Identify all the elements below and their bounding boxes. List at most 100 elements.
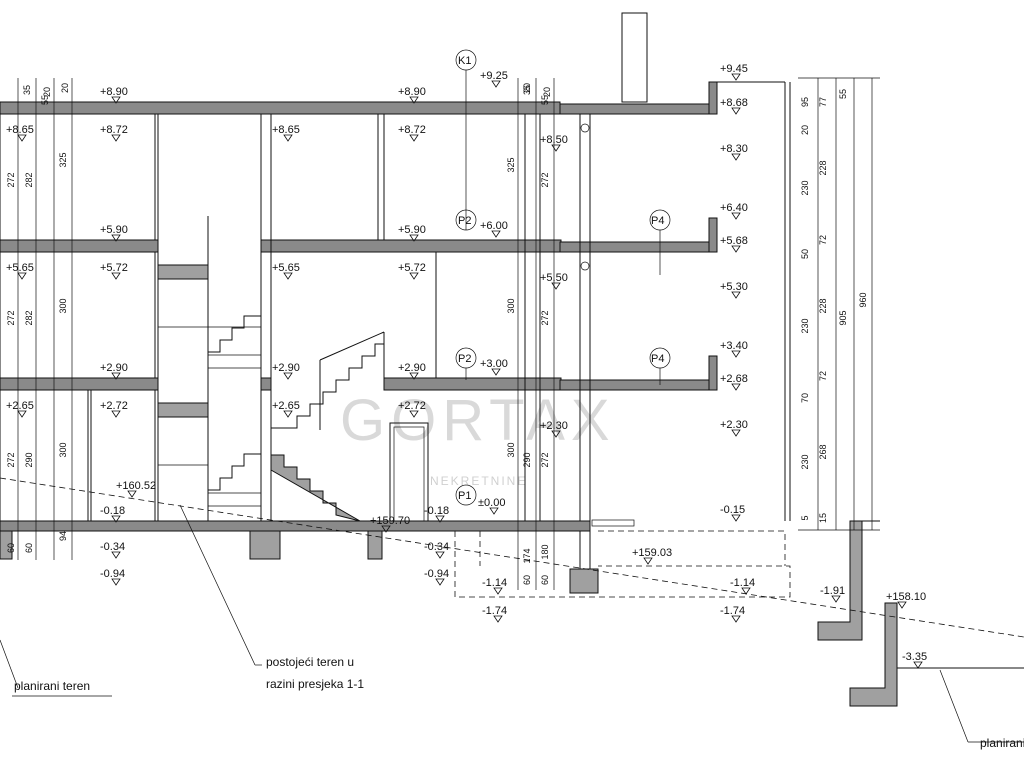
level-triangle (731, 429, 741, 437)
level-marker: -0.94 (424, 568, 449, 586)
center-dim: 300 (506, 298, 516, 313)
level-triangle (111, 551, 121, 559)
level-value: +3.00 (480, 358, 508, 370)
level-triangle (17, 272, 27, 280)
level-value: +5.72 (398, 262, 426, 274)
chimney (621, 12, 648, 103)
level-value: +159.03 (632, 547, 672, 559)
level-marker: +5.90 (100, 224, 128, 242)
level-marker: +159.03 (632, 547, 672, 565)
roof-slab-left (0, 101, 561, 115)
level-value: +2.30 (720, 419, 748, 431)
level-marker: +2.65 (6, 400, 34, 418)
left-dim: 282 (24, 172, 34, 187)
center-dim: 20 (522, 83, 532, 93)
right-dim: 72 (818, 235, 828, 245)
level-triangle (491, 368, 501, 376)
level-triangle (435, 551, 445, 559)
level-marker: -1.14 (482, 577, 507, 595)
note-existing-terrain-1: postojeći teren u (266, 655, 354, 669)
level-triangle (283, 372, 293, 380)
center-dim: 290 (522, 452, 532, 467)
level-marker: +8.65 (6, 124, 34, 142)
level-triangle (17, 134, 27, 142)
tag-p2-upper: P2 (458, 215, 471, 227)
level-marker: +2.90 (272, 362, 300, 380)
staircase (157, 216, 385, 522)
level-marker: -1.74 (720, 605, 745, 623)
level-value: +8.50 (540, 134, 568, 146)
level-value: +2.72 (100, 400, 128, 412)
level-triangle (435, 578, 445, 586)
level-value: +3.40 (720, 340, 748, 352)
floor-slabs (0, 81, 718, 532)
center-dim: 60 (522, 575, 532, 585)
level-triangle (897, 601, 907, 609)
note-planned-terrain-left: planirani teren (14, 679, 90, 693)
tag-p2-lower: P2 (458, 353, 471, 365)
watermark-text: GORTAX (340, 388, 616, 453)
level-triangle (111, 272, 121, 280)
level-value: +5.65 (6, 262, 34, 274)
threshold (591, 519, 635, 527)
center-dim: 272 (540, 452, 550, 467)
level-triangle (731, 291, 741, 299)
level-marker: -1.14 (730, 577, 755, 595)
walls (0, 81, 791, 522)
center-dim: 272 (540, 310, 550, 325)
center-dim: 60 (540, 575, 550, 585)
center-dim: 300 (506, 442, 516, 457)
right-dim: 268 (818, 444, 828, 459)
watermark: GORTAX NEKRETNINE (340, 388, 616, 488)
left-dim: 300 (58, 298, 68, 313)
level-triangle (731, 383, 741, 391)
level-triangle (17, 410, 27, 418)
slab-2-right (559, 241, 718, 253)
level-value: +8.90 (100, 86, 128, 98)
level-marker: +2.65 (272, 400, 300, 418)
level-triangle (409, 272, 419, 280)
slab-1-right (559, 379, 718, 391)
level-marker: +5.68 (720, 235, 748, 253)
level-marker: +9.45 (720, 63, 748, 81)
level-value: +6.00 (480, 220, 508, 232)
level-marker: +2.72 (100, 400, 128, 418)
level-marker: +5.90 (398, 224, 426, 242)
level-triangle (731, 153, 741, 161)
level-marker: +159.70 (370, 515, 410, 533)
level-marker: -0.15 (720, 504, 745, 522)
level-value: +9.45 (720, 63, 748, 75)
level-triangle (409, 372, 419, 380)
tag-k1: K1 (458, 55, 471, 67)
level-triangle (111, 578, 121, 586)
center-dim: 35 (522, 85, 532, 95)
level-value: -0.34 (100, 541, 125, 553)
level-triangle (409, 134, 419, 142)
right-dim: 95 (800, 97, 810, 107)
level-triangle (111, 372, 121, 380)
level-value: -3.35 (902, 651, 927, 663)
level-triangle (111, 134, 121, 142)
left-dim: 290 (24, 452, 34, 467)
level-value: +5.50 (540, 272, 568, 284)
level-marker: -0.94 (100, 568, 125, 586)
level-marker: +8.50 (540, 134, 568, 152)
level-value: +158.10 (886, 591, 926, 603)
left-dim: 94 (58, 531, 68, 541)
left-dim: 60 (6, 543, 16, 553)
level-value: +2.90 (100, 362, 128, 374)
left-dim: 35 (22, 85, 32, 95)
level-triangle (435, 515, 445, 523)
column-tags: K1 P2 P2 P1 P4 P4 (455, 49, 671, 506)
level-marker: -1.91 (820, 585, 845, 603)
level-value: ±0.00 (478, 497, 505, 509)
level-value: +8.65 (272, 124, 300, 136)
center-dim: 272 (540, 172, 550, 187)
roof-parapet (708, 81, 718, 115)
level-markers: +8.90+8.90+9.25+9.45+8.68+8.65+8.72+8.65… (6, 63, 927, 669)
slab-1-left (0, 377, 159, 391)
level-value: +5.90 (100, 224, 128, 236)
right-dim: 15 (818, 513, 828, 523)
level-value: -0.34 (424, 541, 449, 553)
level-value: +160.52 (116, 480, 156, 492)
